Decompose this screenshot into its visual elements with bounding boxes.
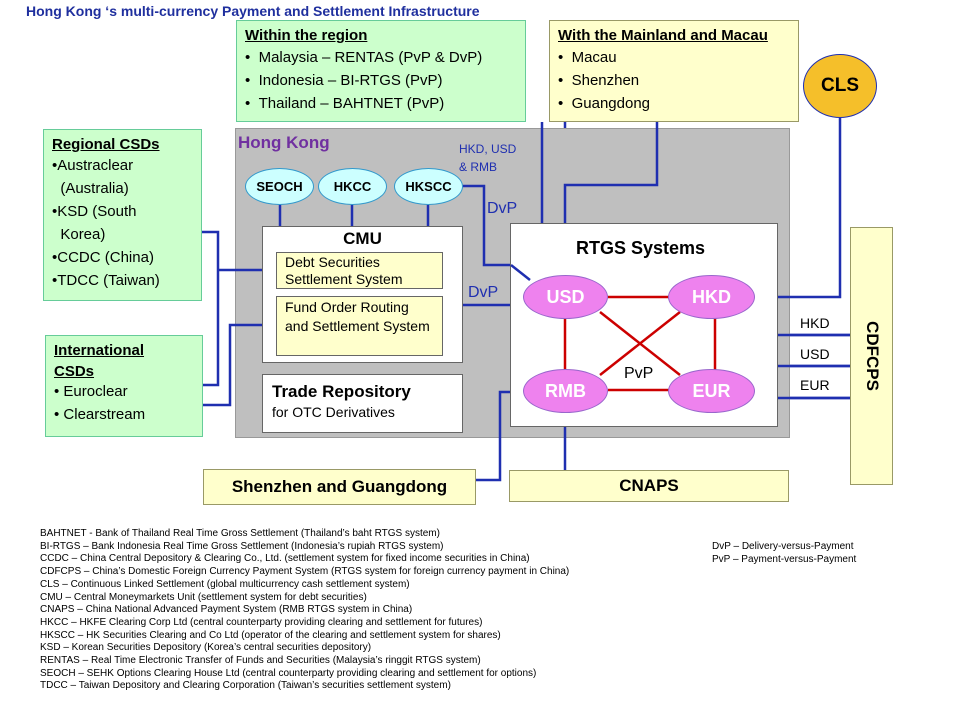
list-item: • Thailand – BAHTNET (PvP) bbox=[245, 95, 445, 112]
within-region-heading: Within the region bbox=[245, 27, 368, 44]
legend-item: BI-RTGS – Bank Indonesia Real Time Gross… bbox=[40, 540, 444, 552]
legend-item: KSD – Korean Securities Depository (Kore… bbox=[40, 642, 372, 654]
legend-item: HKCC – HKFE Clearing Corp Ltd (central c… bbox=[40, 616, 483, 628]
legend-item: SEOCH – SEHK Options Clearing House Ltd … bbox=[40, 667, 537, 679]
within-region-box: Within the region • Malaysia – RENTAS (P… bbox=[236, 20, 526, 122]
legend-item: CMU – Central Moneymarkets Unit (settlem… bbox=[40, 591, 367, 603]
list-item: • Clearstream bbox=[54, 406, 146, 423]
regional-csds-heading: Regional CSDs bbox=[52, 136, 160, 153]
currency-note: HKD, USD & RMB bbox=[459, 142, 517, 174]
cdfcps-link-eur: EUR bbox=[800, 377, 830, 393]
fund-order-box: Fund Order Routing and Settlement System bbox=[276, 296, 443, 356]
list-item: •TDCC (Taiwan) bbox=[52, 272, 160, 289]
list-item: Korea) bbox=[60, 226, 106, 243]
legend-item: CCDC – China Central Depository & Cleari… bbox=[40, 553, 530, 565]
dvp-label-top: DvP bbox=[487, 200, 518, 217]
hkd-oval: HKD bbox=[668, 275, 755, 319]
hong-kong-label: Hong Kong bbox=[238, 133, 330, 152]
legend-item: TDCC – Taiwan Depository and Clearing Co… bbox=[40, 680, 451, 692]
trade-repository-subtitle: for OTC Derivatives bbox=[272, 404, 395, 420]
trade-repository-title: Trade Repository bbox=[272, 382, 411, 401]
shenzhen-guangdong-box: Shenzhen and Guangdong bbox=[203, 469, 476, 505]
seoch-oval: SEOCH bbox=[245, 168, 314, 205]
legend-item: DvP – Delivery-versus-Payment bbox=[712, 541, 854, 552]
debt-securities-box: Debt Securities Settlement System bbox=[276, 252, 443, 289]
list-item: • Shenzhen bbox=[558, 72, 640, 89]
diagram-title: Hong Kong ‘s multi-currency Payment and … bbox=[26, 3, 480, 19]
mainland-heading: With the Mainland and Macau bbox=[558, 27, 768, 44]
cnaps-box: CNAPS bbox=[509, 470, 789, 502]
cmu-title: CMU bbox=[343, 229, 382, 248]
international-csds-heading-2: CSDs bbox=[54, 363, 95, 380]
eur-oval: EUR bbox=[668, 369, 755, 413]
legend-item: CDFCPS – China’s Domestic Foreign Curren… bbox=[40, 566, 570, 578]
line-rtgs-usd-in bbox=[510, 264, 531, 281]
regional-csds-box: Regional CSDs •Austraclear (Australia) •… bbox=[43, 129, 202, 301]
legend-right: DvP – Delivery-versus-Payment PvP – Paym… bbox=[712, 541, 856, 566]
cdfcps-link-usd: USD bbox=[800, 346, 830, 362]
list-item: (Australia) bbox=[60, 180, 129, 197]
legend-item: RENTAS – Real Time Electronic Transfer o… bbox=[40, 655, 481, 667]
cls-oval: CLS bbox=[803, 54, 877, 118]
pvp-hkd-rmb bbox=[599, 311, 681, 376]
legend-item: BAHTNET - Bank of Thailand Real Time Gro… bbox=[40, 528, 440, 539]
legend-item: HKSCC – HK Securities Clearing and Co Lt… bbox=[40, 629, 501, 641]
list-item: •KSD (South bbox=[52, 203, 137, 220]
list-item: • Macau bbox=[558, 49, 617, 66]
legend-item: CLS – Continuous Linked Settlement (glob… bbox=[40, 578, 410, 590]
list-item: •CCDC (China) bbox=[52, 249, 154, 266]
list-item: •Austraclear bbox=[52, 157, 134, 174]
international-csds-heading-1: International bbox=[54, 342, 145, 359]
rtgs-title: RTGS Systems bbox=[576, 238, 706, 258]
line-hkscc-dvp-inner bbox=[463, 184, 511, 267]
list-item: • Indonesia – BI-RTGS (PvP) bbox=[245, 72, 443, 89]
hkcc-oval: HKCC bbox=[318, 168, 387, 205]
pvp-label: PvP bbox=[622, 365, 656, 383]
legend-item: PvP – Payment-versus-Payment bbox=[712, 553, 857, 565]
list-item: • Guangdong bbox=[558, 95, 650, 112]
rmb-oval: RMB bbox=[523, 369, 608, 413]
line-regional-csd bbox=[202, 230, 220, 387]
mainland-box: With the Mainland and Macau • Macau • Sh… bbox=[549, 20, 799, 122]
legend: BAHTNET - Bank of Thailand Real Time Gro… bbox=[40, 528, 569, 693]
legend-item: CNAPS – China National Advanced Payment … bbox=[40, 604, 413, 616]
list-item: • Euroclear bbox=[54, 383, 128, 400]
cdfcps-box: CDFCPS bbox=[850, 227, 893, 485]
list-item: • Malaysia – RENTAS (PvP & DvP) bbox=[245, 49, 483, 66]
usd-oval: USD bbox=[523, 275, 608, 319]
hkscc-oval: HKSCC bbox=[394, 168, 463, 205]
trade-repository-box: Trade Repository for OTC Derivatives bbox=[262, 374, 463, 433]
cdfcps-link-hkd: HKD bbox=[800, 315, 830, 331]
dvp-label-mid: DvP bbox=[468, 284, 499, 301]
international-csds-box: International CSDs • Euroclear • Clearst… bbox=[45, 335, 203, 437]
